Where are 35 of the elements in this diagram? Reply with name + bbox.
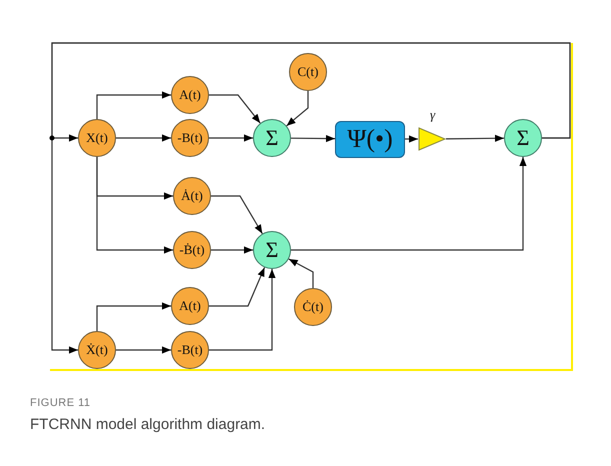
arrow — [405, 135, 418, 143]
arrow — [209, 94, 261, 124]
signal-node: Ẋ(t) — [78, 331, 116, 369]
arrow — [96, 91, 171, 119]
signal-node: Ȧ(t) — [173, 177, 211, 215]
function-block: Ψ(•) — [335, 120, 405, 158]
arrow — [446, 134, 504, 142]
arrow — [116, 134, 171, 142]
gain-triangle — [418, 127, 446, 151]
arrow — [291, 134, 335, 142]
signal-node: A(t) — [171, 76, 209, 114]
gain-label: γ — [430, 107, 436, 123]
signal-node: Ċ(t) — [294, 288, 332, 326]
signal-node: -B(t) — [171, 331, 209, 369]
arrow — [211, 246, 253, 254]
arrow — [209, 269, 276, 351]
arrow — [96, 157, 173, 254]
arrow — [96, 302, 171, 331]
arrow — [288, 258, 314, 288]
signal-node: -Ḃ(t) — [173, 231, 211, 269]
summation-node: Σ — [253, 231, 291, 269]
summation-node: Σ — [504, 119, 542, 157]
signal-node: A(t) — [171, 287, 209, 325]
arrow — [291, 157, 527, 251]
arrow — [209, 134, 253, 142]
arrow — [286, 91, 309, 126]
signal-node: -B(t) — [171, 119, 209, 157]
figure-caption: FTCRNN model algorithm diagram. — [30, 416, 266, 433]
arrow — [209, 267, 266, 307]
arrow — [211, 195, 263, 234]
signal-node: C(t) — [289, 53, 327, 91]
figure-number: FIGURE 11 — [30, 397, 91, 409]
arrow — [116, 346, 171, 354]
summation-node: Σ — [253, 119, 291, 157]
signal-node: X(t) — [78, 119, 116, 157]
